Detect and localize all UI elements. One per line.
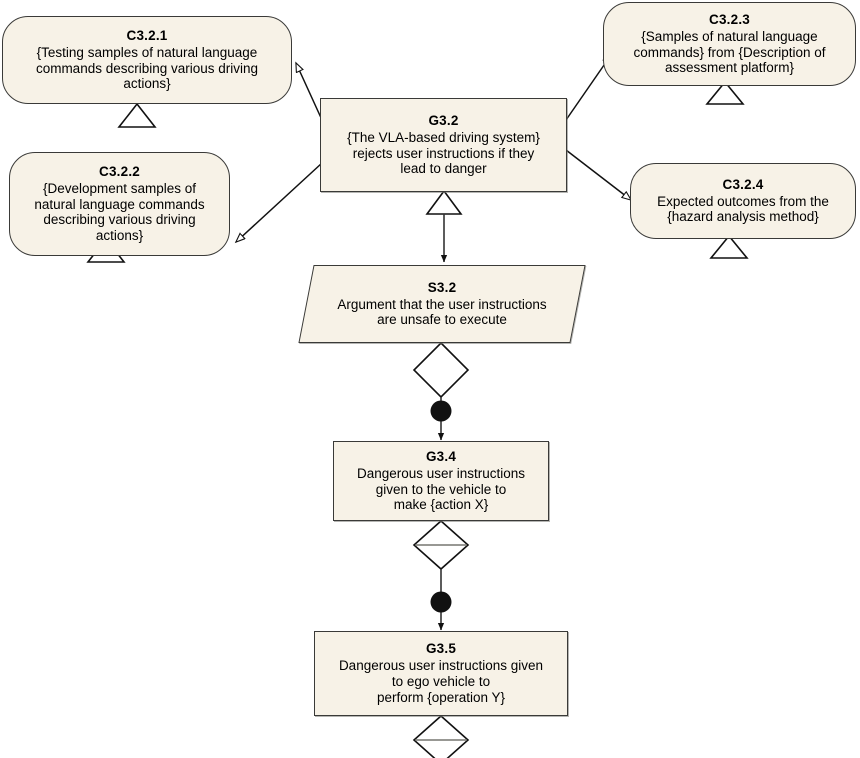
multiplicity-dot-s32-g34 [430,400,452,422]
undeveloped-triangle-g32 [425,189,463,215]
uninstantiated-triangle-c321 [117,102,157,128]
edge-g32-to-c321 [296,63,323,121]
node-c321[interactable]: C3.2.1 {Testing samples of natural langu… [2,16,292,104]
node-g34[interactable]: G3.4 Dangerous user instructions given t… [333,441,549,521]
node-c322-id: C3.2.2 [99,163,140,179]
edge-g34-to-g35 [430,569,452,631]
node-g32-text: {The VLA-based driving system} rejects u… [347,129,540,177]
node-c324-text: Expected outcomes from the {hazard analy… [657,193,829,225]
node-g35[interactable]: G3.5 Dangerous user instructions given t… [314,631,568,716]
choice-diamond-g34 [412,519,470,571]
node-c321-text: {Testing samples of natural language com… [35,44,259,92]
node-g34-text: Dangerous user instructions given to the… [356,465,526,513]
multiplicity-dot-g34-g35 [430,591,452,613]
choice-diamond-s32 [412,341,470,399]
node-c322[interactable]: C3.2.2 {Development samples of natural l… [9,152,230,256]
node-g32-id: G3.2 [428,112,459,128]
node-c321-id: C3.2.1 [126,27,168,43]
node-c324[interactable]: C3.2.4 Expected outcomes from the {hazar… [630,163,856,239]
choice-diamond-g35 [412,714,470,758]
node-g32[interactable]: G3.2 {The VLA-based driving system} reje… [320,98,567,192]
node-c322-text: {Development samples of natural language… [34,180,205,244]
edge-g32-to-c324 [565,149,631,200]
node-g34-id: G3.4 [425,448,457,464]
node-s32-id: S3.2 [427,279,457,295]
uninstantiated-triangle-c324 [709,234,749,259]
node-g35-text: Dangerous user instructions given to ego… [338,658,544,705]
node-g35-id: G3.5 [425,641,457,657]
node-s32-text: Argument that the user instructions are … [337,296,547,328]
node-c323-id: C3.2.3 [709,11,750,27]
node-s32[interactable]: S3.2 Argument that the user instructions… [298,265,586,343]
node-c324-id: C3.2.4 [722,176,764,192]
edge-s32-to-g34 [430,397,452,441]
node-c323-text: {Samples of natural language commands} f… [633,28,826,76]
node-c323[interactable]: C3.2.3 {Samples of natural language comm… [603,2,856,86]
edge-g32-to-c322 [236,162,323,242]
